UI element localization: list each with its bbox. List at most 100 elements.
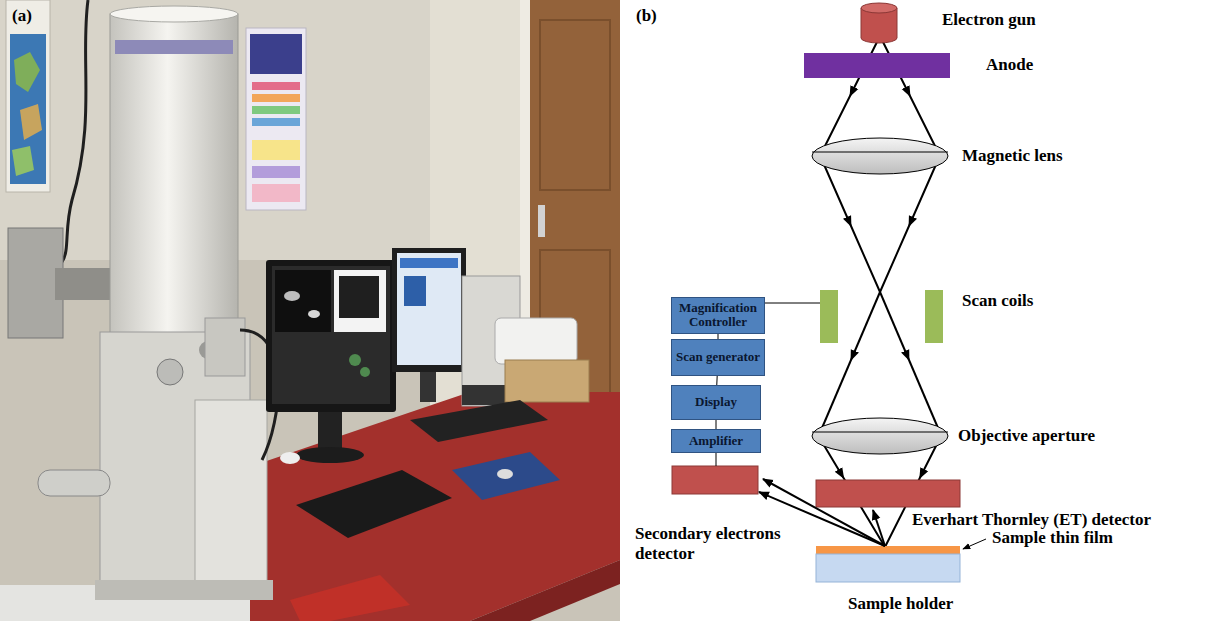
label-holder: Sample thin film [992,528,1113,548]
microscope-column [8,228,63,338]
electron-gun [861,3,897,13]
label-holder: Magnetic lens [962,146,1063,166]
periodic-table-poster [252,184,300,202]
monitor [397,253,461,365]
map-poster [6,0,50,192]
label-holder: Everhart Thornley (ET) detector [912,510,1151,530]
mouse-pad [452,452,560,500]
mouse [280,452,300,464]
label-holder: Anode [986,55,1033,75]
map-poster [6,0,50,192]
microscope-column [110,14,238,334]
objective-aperture [812,418,948,454]
monitor [404,276,426,306]
part-label: Magnetic lens [962,146,1063,166]
emitted-electrons [873,510,885,546]
periodic-table-poster [252,82,300,90]
printer [495,318,589,402]
control-wire [761,303,820,304]
periodic-table-poster [252,118,300,126]
door [540,20,610,190]
connector-line [716,420,717,429]
magnetic-lens [812,138,948,174]
door [538,205,545,237]
printer [495,318,577,364]
box-text: Magnification Controller [672,300,764,331]
map-poster [14,52,40,92]
electron-gun [861,3,897,43]
monitor [400,258,458,268]
part-label: Sample thin film [992,528,1113,548]
monitor [284,291,300,301]
signal-wire [716,452,717,466]
process-box: Amplifier [671,429,761,453]
monitor [360,367,370,377]
periodic-table-poster [252,166,300,178]
mouse [497,469,513,479]
label-holder: Sample holder [848,594,953,614]
keyboard [410,400,548,442]
microscope-column [157,359,183,385]
magnetic-lens [812,152,948,153]
part-label: Electron gun [942,10,1036,30]
label-holder: Electron gun [942,10,1036,30]
secondary-detector [672,466,758,494]
process-box: Magnification Controller [671,297,765,334]
monitor [272,266,390,404]
desk [240,392,620,621]
part-label: Scan coils [962,291,1033,311]
periodic-table-poster [252,94,300,102]
monitor [349,354,361,366]
anode-plate [804,53,950,78]
monitor [318,412,342,452]
microscope-column [110,6,238,22]
objective-aperture [812,432,948,433]
et-detector [816,480,960,507]
scan-coil [820,290,838,343]
sample-film [816,546,960,554]
map-poster [20,104,42,140]
electron-beam [822,160,880,292]
monitor [275,270,331,332]
label-holder: (b) [636,6,657,26]
microscope-column [38,470,110,496]
part-label: Objective aperture [958,426,1095,446]
box-text: Scan generator [674,349,762,365]
map-poster [10,34,46,184]
monitor [339,276,379,318]
part-label: Secondary electrons detector [635,524,785,563]
leader-arrow [963,539,986,549]
electron-beam [880,160,938,292]
microscope-column [205,318,245,376]
instrument-photo [0,0,620,621]
scan-coil [925,290,943,343]
panel-letter: (b) [636,6,657,26]
label-holder: Objective aperture [958,426,1095,446]
book [290,575,410,621]
process-box: Scan generator [671,339,765,376]
wall [0,0,620,621]
objective-aperture [812,418,948,454]
cable [62,0,88,262]
periodic-table-poster [250,34,302,74]
sem-schematic [672,3,986,582]
microscope-column [95,580,273,600]
box-text: Display [693,394,739,410]
part-label: Anode [986,55,1033,75]
microscope-column [195,400,267,590]
sample-holder [816,554,960,582]
label-holder: Secondary electrons detector [635,524,785,563]
part-label: Sample holder [848,594,953,614]
box-text: Amplifier [687,433,745,449]
microscope-column [115,40,233,54]
process-box: Display [671,385,761,420]
microscope-column [55,268,113,300]
monitor [392,248,466,372]
map-poster [12,146,34,176]
monitor [266,260,396,463]
monitor [392,248,466,402]
monitor [334,270,386,332]
periodic-table-poster [252,106,300,114]
monitor [420,372,436,402]
monitor [308,310,320,318]
